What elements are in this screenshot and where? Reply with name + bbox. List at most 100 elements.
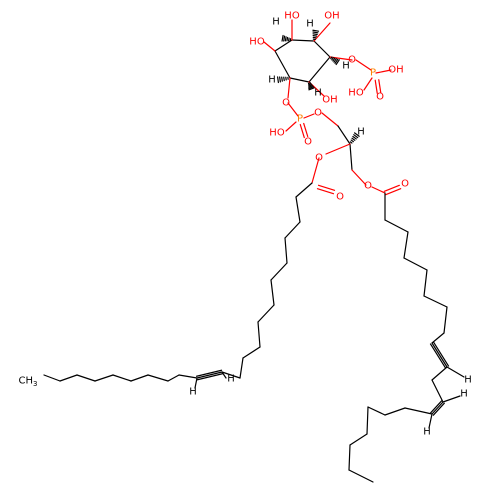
- alkene-double-bond: [195, 369, 223, 377]
- phosphate-bond: [355, 59, 372, 71]
- stereo-hash-bond: [312, 34, 318, 37]
- hydrogen-label: H: [227, 374, 235, 385]
- acyl-chain-left-bond: [196, 371, 223, 379]
- oxygen-label: O: [376, 92, 384, 103]
- ring-oh-bond: [263, 41, 276, 52]
- phosphate-bond: [303, 113, 315, 119]
- hydrogen-label: H: [314, 88, 322, 99]
- stereo-hash-bond: [283, 35, 286, 42]
- acyl-chain-right-bond: [349, 433, 368, 446]
- ester-bond: [371, 186, 386, 194]
- acyl-chain-left-bond: [147, 374, 169, 382]
- glycerol-bond: [337, 125, 351, 145]
- stereo-hash-bond: [276, 76, 280, 84]
- acyl-chain-right-bond: [431, 366, 448, 381]
- hydrogen-label: H: [423, 427, 431, 438]
- oxygen-label: O: [315, 153, 323, 164]
- phosphate-bond: [287, 102, 299, 117]
- stereo-hash-bond: [350, 139, 354, 143]
- inositol-ring-bond: [313, 40, 331, 58]
- stereo-hash-bond: [312, 33, 318, 36]
- stereo-hash-bond: [308, 87, 315, 91]
- ring-o-bond: [287, 77, 291, 99]
- hydrogen-label: H: [306, 19, 314, 30]
- alkene-double-bond: [196, 373, 224, 381]
- stereo-hash-bond: [279, 76, 281, 83]
- hydroxyl-label: OH: [322, 95, 337, 106]
- stereo-hash-bond: [286, 36, 289, 42]
- hydrogen-label: H: [272, 17, 280, 28]
- acyl-chain-left-bond: [284, 237, 288, 264]
- oxygen-label: O: [348, 55, 356, 66]
- carbonyl-double-bond: [383, 184, 400, 192]
- hydrogen-label: H: [342, 61, 350, 72]
- acyl-chain-left-bond: [112, 374, 132, 382]
- phosphorus-label: P: [370, 68, 376, 79]
- stereo-hash-bond: [332, 57, 336, 62]
- stereo-hash-bond: [330, 56, 333, 60]
- acyl-chain-left-bond: [76, 374, 96, 382]
- acyl-chain-right-bond: [423, 269, 428, 297]
- acyl-chain-right-bond: [403, 257, 428, 271]
- ring-oh-bond: [313, 22, 331, 42]
- ester-bond: [311, 157, 320, 184]
- acyl-chain-right-bond: [431, 379, 444, 403]
- acyl-chain-right-bond: [384, 407, 406, 416]
- inositol-ring-bond: [274, 50, 291, 79]
- inositol-ring-bond: [289, 77, 310, 83]
- acyl-chain-left-bond: [242, 346, 261, 359]
- bond-lines: [43, 19, 465, 483]
- inositol-ring-bond: [274, 39, 293, 52]
- glycerol-bond: [351, 169, 367, 186]
- phosphate-double-bond: [299, 123, 305, 139]
- stereo-hash-bond: [284, 36, 287, 42]
- acyl-chain-right-bond: [348, 469, 374, 483]
- oxygen-label: O: [401, 179, 409, 190]
- alkene-h-bond: [428, 413, 433, 429]
- methyl-label: CH3: [19, 376, 38, 389]
- phosphorus-label: P: [297, 114, 303, 125]
- alkene-double-bond: [429, 343, 447, 369]
- phosphate-double-bond: [303, 122, 309, 138]
- acyl-chain-left-bond: [130, 374, 149, 382]
- phosphate-double-bond: [374, 79, 378, 94]
- alkene-double-bond: [432, 341, 450, 367]
- acyl-chain-right-bond: [443, 306, 448, 334]
- alkene-h-bond: [442, 395, 461, 403]
- oxygen-label: O: [282, 98, 290, 109]
- hydroxyl-label: OH: [324, 11, 339, 22]
- acyl-chain-left-bond: [295, 182, 313, 198]
- methyl-subscript: 3: [33, 380, 37, 388]
- acyl-chain-left-bond: [270, 279, 275, 306]
- alkene-h-bond: [194, 377, 198, 389]
- stereo-hash-bond: [349, 141, 353, 144]
- acyl-chain-left-bond: [257, 321, 261, 348]
- stereo-hash-bond: [334, 58, 339, 64]
- stereo-hash-bond: [335, 59, 340, 66]
- inositol-ring-bond: [308, 56, 331, 83]
- hydrogen-label: H: [357, 127, 365, 138]
- carbonyl-double-bond: [385, 188, 402, 196]
- acyl-chain-right-bond: [423, 295, 448, 308]
- oxygen-label: O: [314, 108, 322, 119]
- alkene-h-bond: [446, 366, 465, 378]
- acyl-chain-left-bond: [257, 304, 275, 323]
- stereo-hash-bond: [312, 31, 319, 34]
- acyl-chain-right-bond: [431, 401, 444, 415]
- acyl-chain-right-bond: [348, 444, 351, 471]
- phosphate-bond: [285, 121, 297, 132]
- glycerol-bond: [321, 112, 339, 127]
- hydrogen-label: H: [464, 375, 472, 386]
- carbonyl-double-bond: [316, 188, 335, 195]
- acyl-chain-left-bond: [221, 371, 241, 379]
- acyl-chain-right-bond: [431, 342, 448, 368]
- oxygen-label: O: [304, 137, 312, 148]
- hydrogen-label: H: [268, 75, 276, 86]
- stereo-hash-bond: [353, 132, 360, 137]
- oxygen-label: O: [364, 181, 372, 192]
- alkene-double-bond: [430, 400, 443, 414]
- acyl-chain-right-bond: [404, 407, 433, 415]
- acyl-chain-right-bond: [367, 406, 386, 416]
